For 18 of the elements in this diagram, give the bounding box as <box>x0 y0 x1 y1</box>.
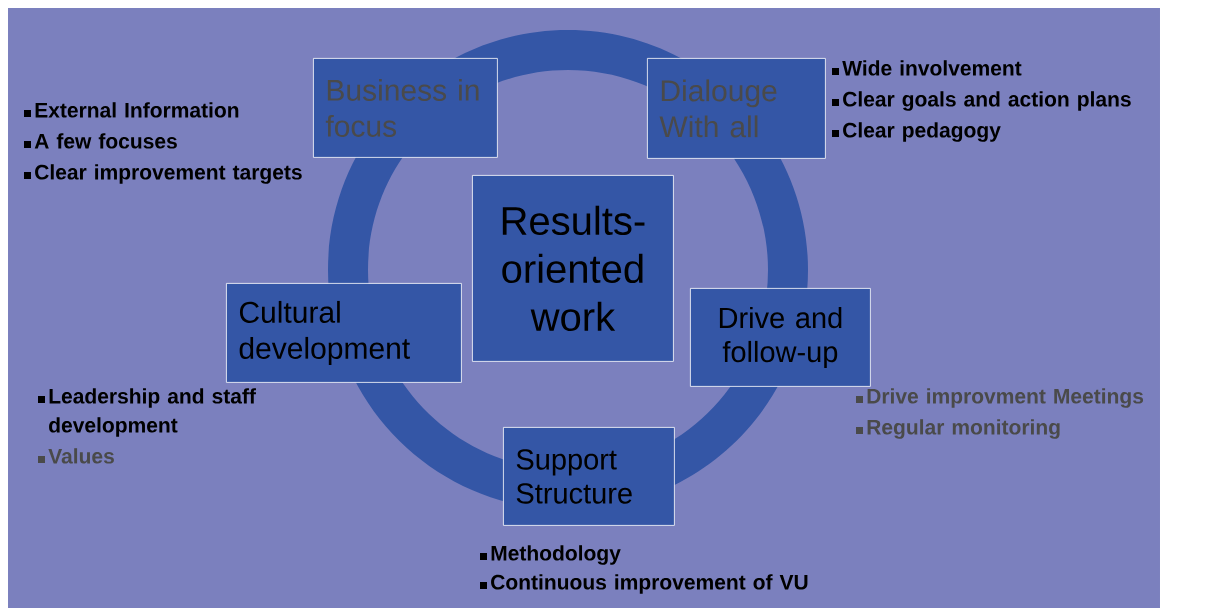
bullet-text: Values <box>48 448 114 464</box>
bullet-text: Clear improvement targets <box>35 164 302 184</box>
text-box: Cultural development <box>226 283 462 383</box>
bullet-text: Wide involvement <box>842 60 1022 76</box>
bullet-text: A few focuses <box>34 133 177 149</box>
text-box: Results-oriented work <box>472 175 674 362</box>
bullet-text: Clear pedagogy <box>843 122 1001 142</box>
bullet-text: Leadership and staff development <box>49 388 256 437</box>
text-box: Dialouge With all <box>647 58 826 159</box>
text-box: Business in focus <box>313 58 498 158</box>
bullet-text: Drive improvment Meetings <box>867 388 1144 408</box>
bullet-text: Methodology <box>491 545 621 565</box>
bullet-text: Continuous improvement of VU <box>491 574 808 594</box>
text-box: Drive and follow-up <box>690 288 871 387</box>
bullet-text: Clear goals and action plans <box>843 91 1131 111</box>
bullet-text: External Information <box>35 102 239 118</box>
bullet-text: Regular monitoring <box>867 419 1060 439</box>
text-box: Support Structure <box>503 427 675 526</box>
